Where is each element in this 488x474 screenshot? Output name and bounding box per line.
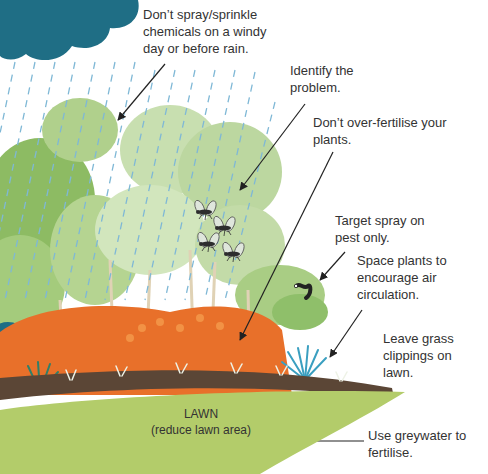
callout-text: Space plants to encourage air circulatio… (357, 252, 482, 303)
mosquito (221, 241, 246, 262)
shrub (272, 294, 328, 330)
flowers (126, 314, 224, 342)
grass-clippings (66, 363, 347, 381)
callout-text: Use greywater to fertilise. (368, 427, 484, 461)
callout-text: Leave grass clippings on lawn. (383, 330, 478, 381)
caterpillar (296, 285, 310, 298)
lawn-text-group: LAWN(reduce lawn area) (120, 406, 282, 438)
mosquito (196, 231, 221, 252)
area-heading: LAWN (120, 406, 282, 422)
callout-text: Don’t spray/sprinkle chemicals on a wind… (143, 6, 288, 57)
rain-cloud (0, 0, 139, 60)
callout-text: Target spray on pest only. (335, 212, 425, 246)
callout-text: Identify the problem. (290, 62, 375, 96)
area-note: (reduce lawn area) (120, 422, 282, 438)
mosquito (193, 199, 218, 220)
tree-canopy (42, 98, 118, 162)
lawn-area: LAWN(reduce lawn area) (0, 380, 410, 474)
callout-text: Don’t over-fertilise your plants. (313, 114, 453, 148)
rain (0, 62, 275, 300)
lawn-shape (0, 391, 405, 474)
caterpillar-eye (295, 285, 297, 287)
